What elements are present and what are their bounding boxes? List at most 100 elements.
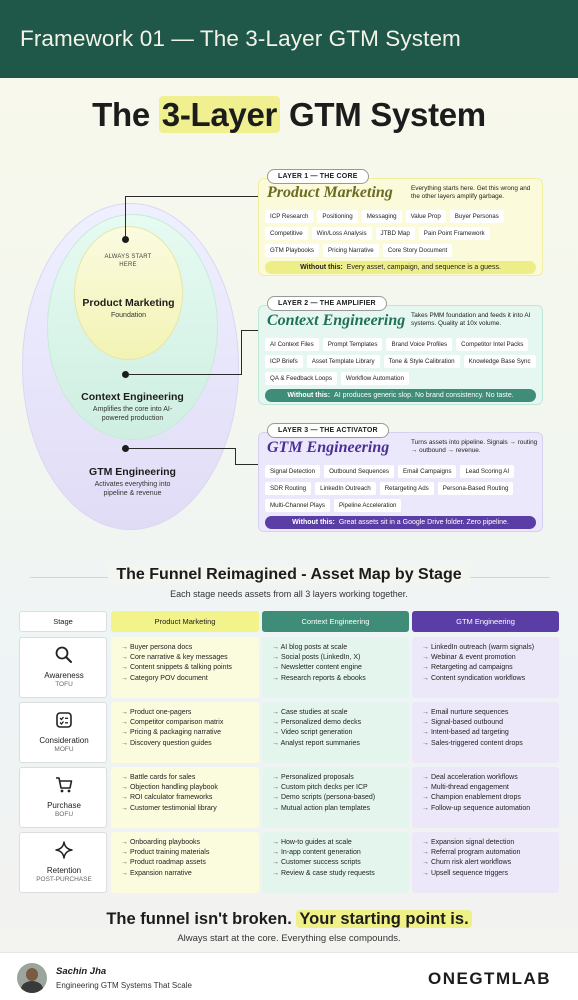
layer-3-without-label: Without this:	[292, 519, 335, 526]
table-row: PurchaseBOFUBattle cards for salesObject…	[19, 767, 559, 828]
layer-tag: Prompt Templates	[322, 338, 383, 351]
stage-name: Retention	[46, 866, 82, 875]
list-item: In-app content generation	[272, 848, 409, 858]
connector-line-3c	[235, 464, 258, 465]
list-item: AI blog posts at scale	[272, 643, 409, 653]
layer-1-title: Product Marketing	[267, 184, 393, 201]
product-marketing-cell: Onboarding playbooksProduct training mat…	[111, 832, 259, 893]
layer-tag: Competitive	[265, 227, 308, 240]
list-item: Buyer persona docs	[121, 643, 259, 653]
hero-title: The 3-Layer GTM System	[0, 96, 578, 134]
layer-tag: Pipeline Acceleration	[334, 499, 402, 512]
layer-2-desc: Takes PMM foundation and feeds it into A…	[411, 312, 531, 328]
list-item: Pricing & packaging narrative	[121, 728, 259, 738]
hero-title-pre: The	[92, 96, 150, 133]
outer-oval-title: GTM Engineering	[89, 466, 176, 478]
layer-tag: Knowledge Base Sync	[463, 355, 536, 368]
funnel-title-text: The Funnel Reimagined - Asset Map by Sta…	[108, 566, 470, 583]
inner-oval-subtitle: Foundation	[110, 312, 147, 319]
layer-tag: Buyer Personas	[449, 210, 504, 223]
list-item: Discovery question guides	[121, 739, 259, 749]
layer-card-2: LAYER 2 — THE AMPLIFIER Context Engineer…	[258, 296, 543, 405]
list-item: Product training materials	[121, 848, 259, 858]
connector-line-3b	[235, 448, 236, 464]
layer-tag: Tone & Style Calibration	[383, 355, 460, 368]
layer-card-1: LAYER 1 — THE CORE Product Marketing Eve…	[258, 169, 543, 276]
list-item: Social posts (LinkedIn, X)	[272, 653, 409, 663]
layer-tag: Messaging	[361, 210, 402, 223]
funnel-title: The Funnel Reimagined - Asset Map by Sta…	[0, 566, 578, 584]
layer-tag: Pricing Narrative	[323, 244, 379, 257]
list-item: Webinar & event promotion	[422, 653, 559, 663]
layer-tag: GTM Playbooks	[265, 244, 320, 257]
gtm-engineering-cell: Email nurture sequencesSignal-based outb…	[412, 702, 559, 763]
context-engineering-cell: Case studies at scalePersonalized demo d…	[262, 702, 409, 763]
list-item: Category POV document	[121, 674, 259, 684]
layer-1-without-text: Every asset, campaign, and sequence is a…	[346, 264, 501, 271]
stage-abbr: MOFU	[54, 746, 74, 753]
list-item: Multi-thread engagement	[422, 783, 559, 793]
list-item: Competitor comparison matrix	[121, 718, 259, 728]
always-start-label: ALWAYS START HERE	[104, 254, 152, 268]
inner-oval-label: Product Marketing Foundation	[74, 297, 183, 321]
list-item: Demo scripts (persona-based)	[272, 793, 409, 803]
closing-statement: The funnel isn't broken. Your starting p…	[0, 910, 578, 929]
column-header-context-engineering: Context Engineering	[262, 611, 409, 632]
list-item: Expansion narrative	[121, 869, 259, 879]
layer-1-pill: LAYER 1 — THE CORE	[267, 169, 369, 184]
column-header-gtm-engineering: GTM Engineering	[412, 611, 559, 632]
list-item: Video script generation	[272, 728, 409, 738]
connector-line-2b	[241, 330, 242, 375]
layer-2-without-bar: Without this: AI produces generic slop. …	[265, 389, 536, 402]
layer-3-desc: Turns assets into pipeline. Signals → ro…	[411, 439, 538, 455]
connector-line-1b	[125, 196, 258, 197]
closing-pre: The funnel isn't broken.	[106, 910, 292, 928]
layer-tag: JTBD Map	[375, 227, 415, 240]
list-item: Analyst report summaries	[272, 739, 409, 749]
layer-tag: Email Campaigns	[397, 465, 457, 478]
layer-1-without-label: Without this:	[300, 264, 343, 271]
list-item: Intent-based ad targeting	[422, 728, 559, 738]
layer-card-3: LAYER 3 — THE ACTIVATOR GTM Engineering …	[258, 423, 543, 532]
list-item: Onboarding playbooks	[121, 838, 259, 848]
list-item: Referral program automation	[422, 848, 559, 858]
context-engineering-cell: How-to guides at scaleIn-app content gen…	[262, 832, 409, 893]
layer-3-title: GTM Engineering	[267, 439, 390, 456]
layer-3-without-bar: Without this: Great assets sit in a Goog…	[265, 516, 536, 529]
middle-oval-label: Context Engineering Amplifies the core i…	[64, 391, 201, 424]
layer-tag: Multi-Channel Plays	[265, 499, 331, 512]
layer-tag: ICP Research	[265, 210, 314, 223]
column-header-stage: Stage	[19, 611, 107, 632]
outer-oval-label: GTM Engineering Activates everything int…	[64, 466, 201, 499]
brand-logo: ONEGTMLAB	[428, 969, 552, 988]
connector-dot-3	[122, 445, 129, 452]
list-item: Retargeting ad campaigns	[422, 663, 559, 673]
list-item: Customer success scripts	[272, 858, 409, 868]
list-item: Case studies at scale	[272, 708, 409, 718]
product-marketing-cell: Product one-pagersCompetitor comparison …	[111, 702, 259, 763]
list-item: ROI calculator frameworks	[121, 793, 259, 803]
layer-2-title: Context Engineering	[267, 312, 406, 329]
list-item: Content syndication workflows	[422, 674, 559, 684]
closing-highlight: Your starting point is.	[296, 910, 472, 928]
footer	[0, 952, 578, 1000]
connector-line-2a	[129, 374, 241, 375]
middle-oval-subtitle: Amplifies the core into AI-powered produ…	[92, 406, 173, 422]
table-row: ConsiderationMOFUProduct one-pagersCompe…	[19, 702, 559, 763]
layer-tag: Signal Detection	[265, 465, 321, 478]
inner-oval-title: Product Marketing	[82, 297, 175, 309]
list-item: Upsell sequence triggers	[422, 869, 559, 879]
list-item: Churn risk alert workflows	[422, 858, 559, 868]
context-engineering-cell: AI blog posts at scaleSocial posts (Link…	[262, 637, 409, 698]
avatar	[17, 963, 47, 993]
connector-dot-1	[122, 236, 129, 243]
header-bar: Framework 01 — The 3-Layer GTM System	[0, 0, 578, 78]
list-item: Custom pitch decks per ICP	[272, 783, 409, 793]
cart-icon	[54, 775, 74, 795]
layer-tag: Outbound Sequences	[324, 465, 394, 478]
connector-line-2c	[241, 330, 258, 331]
list-item: Research reports & ebooks	[272, 674, 409, 684]
